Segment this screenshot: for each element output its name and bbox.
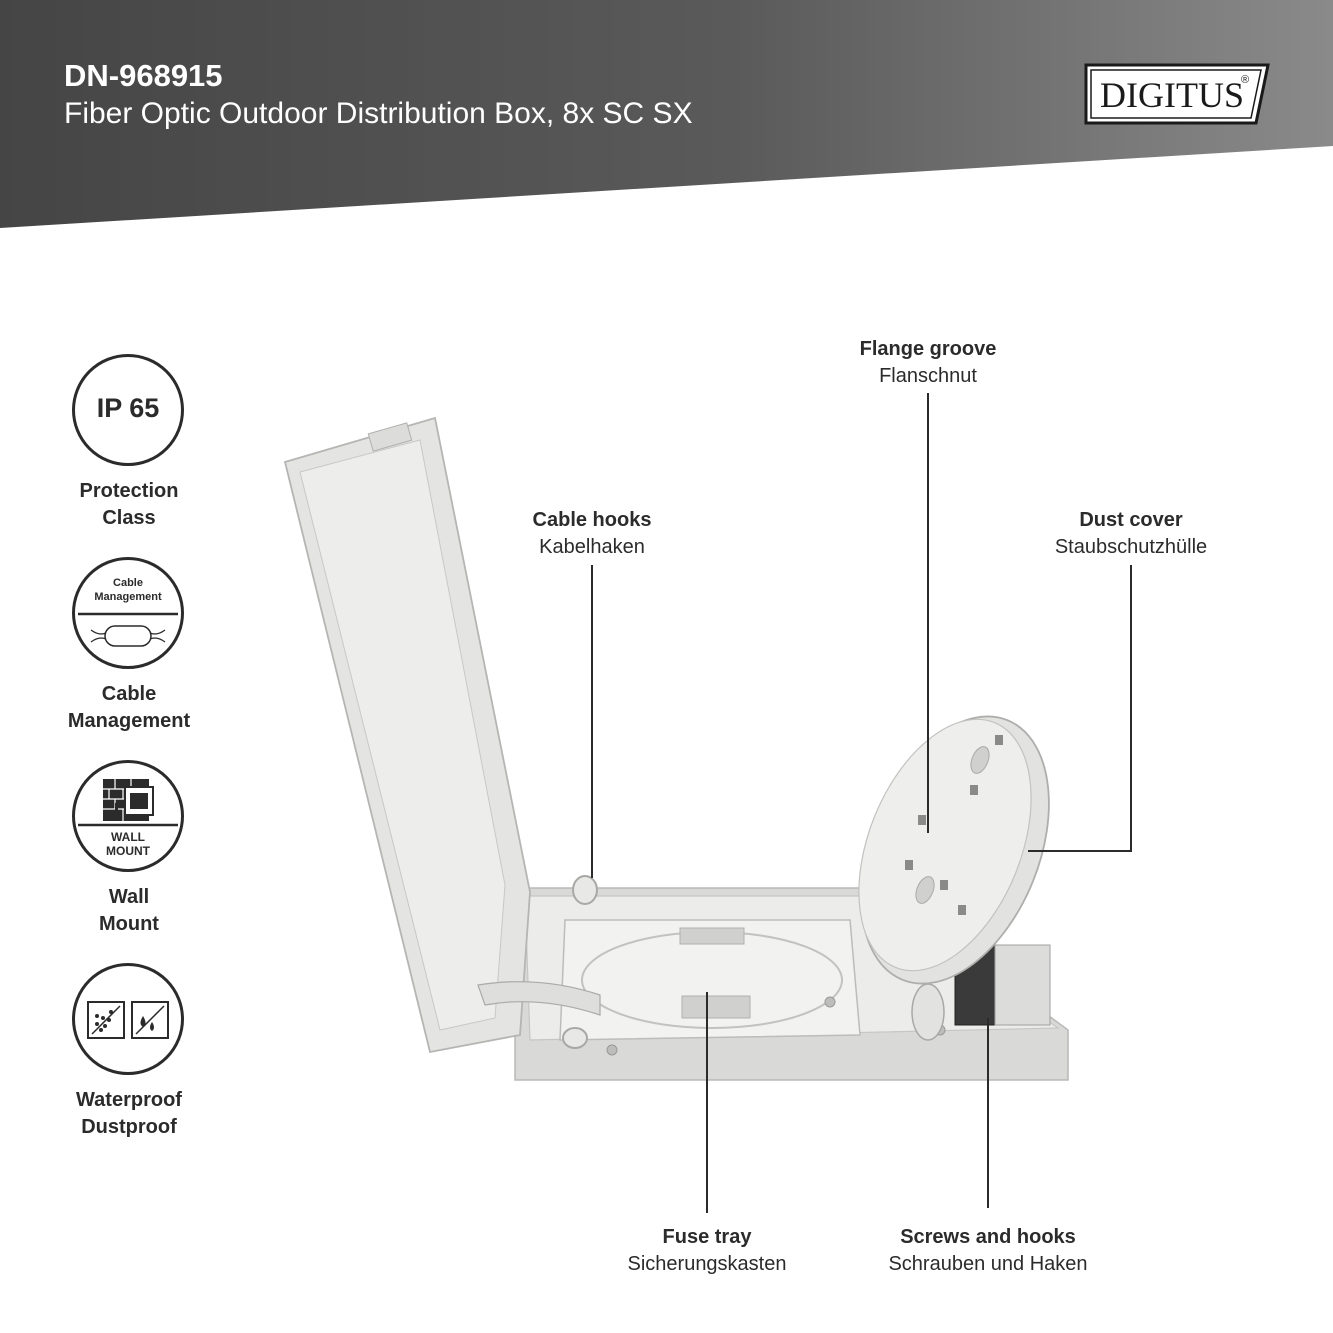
callout-subtitle: Staubschutzhülle: [1054, 536, 1208, 558]
callout-subtitle: Kabelhaken: [539, 536, 645, 558]
ip65-text: IP 65: [96, 393, 160, 423]
svg-text:Cable: Cable: [113, 577, 143, 589]
callout-dust-cover: Dust cover Staubschutzhülle: [1021, 507, 1241, 561]
digitus-logo: DIGITUS ®: [1084, 63, 1270, 125]
callout-title: Dust cover: [1079, 509, 1183, 531]
svg-text:Management: Management: [94, 591, 162, 603]
callout-cable-hooks: Cable hooks Kabelhaken: [492, 507, 692, 561]
lid-hinge: [367, 422, 413, 452]
adapter-housing: [994, 944, 1051, 1026]
tray-clip: [681, 995, 751, 1019]
feature-label-line: Management: [67, 710, 191, 732]
feature-label-protection-class: Protection Class: [20, 478, 238, 532]
callout-flange-groove: Flange groove Flanschnut: [828, 336, 1028, 390]
callout-subtitle: Flanschnut: [879, 365, 977, 387]
splice-tray: [858, 718, 1032, 972]
registered-mark: ®: [1241, 74, 1249, 86]
cable-hook: [562, 1027, 588, 1049]
feature-label-line: Cable: [101, 683, 157, 705]
product-subtitle: Fiber Optic Outdoor Distribution Box, 8x…: [64, 97, 693, 130]
screw: [824, 996, 836, 1008]
svg-text:WALL: WALL: [111, 830, 145, 844]
wall-mount-icon: WALL MOUNT: [72, 760, 184, 872]
callout-fuse-tray: Fuse tray Sicherungskasten: [597, 1224, 817, 1278]
callout-title: Cable hooks: [532, 509, 652, 531]
callout-title: Flange groove: [859, 338, 997, 360]
cable-hook: [911, 983, 945, 1041]
screw: [606, 1044, 618, 1056]
callout-title: Fuse tray: [662, 1226, 752, 1248]
feature-label-line: Class: [102, 507, 156, 529]
dust-cover-leader: [1028, 565, 1132, 852]
callout-subtitle: Schrauben und Haken: [888, 1253, 1088, 1275]
tray-clip: [679, 927, 745, 945]
product-model: DN-968915: [64, 58, 223, 93]
svg-text:MOUNT: MOUNT: [106, 844, 151, 858]
feature-label-line: Protection: [79, 480, 179, 502]
lid-strap: [477, 981, 601, 1016]
callout-title: Screws and hooks: [900, 1226, 1076, 1248]
cable-management-icon: Cable Management: [72, 557, 184, 669]
feature-label-line: Wall: [108, 886, 150, 908]
feature-label-line: Waterproof: [76, 1089, 182, 1111]
waterproof-dustproof-icon: [72, 963, 184, 1075]
feature-label-line: Mount: [99, 913, 159, 935]
feature-label-waterproof-dustproof: Waterproof Dustproof: [20, 1087, 238, 1141]
callout-subtitle: Sicherungskasten: [627, 1253, 787, 1275]
feature-label-wall-mount: Wall Mount: [20, 884, 238, 938]
feature-label-line: Dustproof: [81, 1116, 177, 1138]
callout-screws-hooks: Screws and hooks Schrauben und Haken: [858, 1224, 1118, 1278]
brand-name: DIGITUS: [1100, 75, 1244, 115]
ip65-icon: IP 65: [72, 354, 184, 466]
cable-hook: [572, 875, 598, 905]
feature-label-cable-management: Cable Management: [20, 681, 238, 735]
